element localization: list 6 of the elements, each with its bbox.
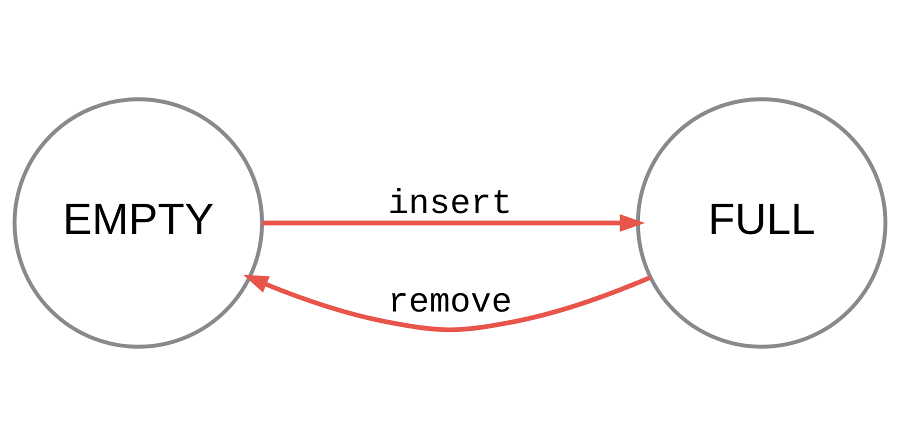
node-circle: FULL	[636, 97, 888, 349]
node-circle: EMPTY	[12, 97, 264, 349]
arrow	[262, 214, 645, 232]
edge-label: insert	[388, 184, 512, 224]
edge-label: remove	[388, 284, 512, 323]
arrow	[243, 274, 652, 332]
